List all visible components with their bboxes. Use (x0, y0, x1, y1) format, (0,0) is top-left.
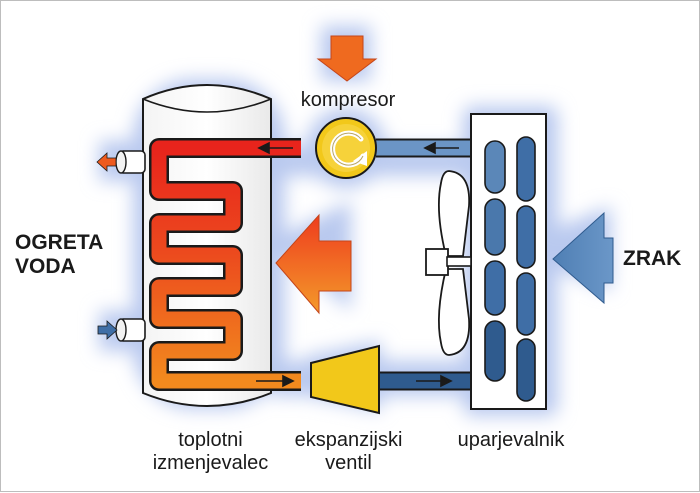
expansion-valve (310, 344, 380, 415)
expansion-valve-label: ekspanzijski ventil (286, 429, 411, 475)
evaporator-label: uparjevalnik (457, 429, 565, 451)
heat-exchanger-coil (149, 138, 301, 391)
compressor-label: kompresor (300, 89, 396, 111)
heated-water-label: OGRETA VODA (15, 231, 105, 279)
electric-energy-arrow-icon (316, 35, 378, 82)
heat-exchanger-label-line1: toplotni (178, 429, 243, 451)
heat-exchanger-label-line2: izmenjevalec (152, 452, 269, 474)
outlet-nozzle (115, 150, 146, 174)
expansion-valve-label-line1: ekspanzijski (294, 429, 403, 451)
air-inflow-arrow-icon (552, 211, 614, 305)
expansion-valve-label-line2: ventil (325, 452, 372, 474)
flow-arrows (256, 141, 459, 388)
inlet-nozzle (115, 318, 146, 342)
evaporator (470, 113, 547, 410)
heated-water-label-line1: OGRETA (15, 231, 104, 254)
fan-icon (425, 170, 472, 356)
compressor (315, 117, 377, 179)
cold-water-in-arrow-icon (97, 320, 118, 340)
heat-transfer-arrow-icon (275, 213, 352, 315)
air-label: ZRAK (623, 247, 682, 270)
hot-water-out-arrow-icon (96, 152, 117, 172)
heat-exchanger-label: toplotni izmenjevalec (143, 429, 278, 475)
heated-water-label-line2: VODA (15, 255, 76, 279)
